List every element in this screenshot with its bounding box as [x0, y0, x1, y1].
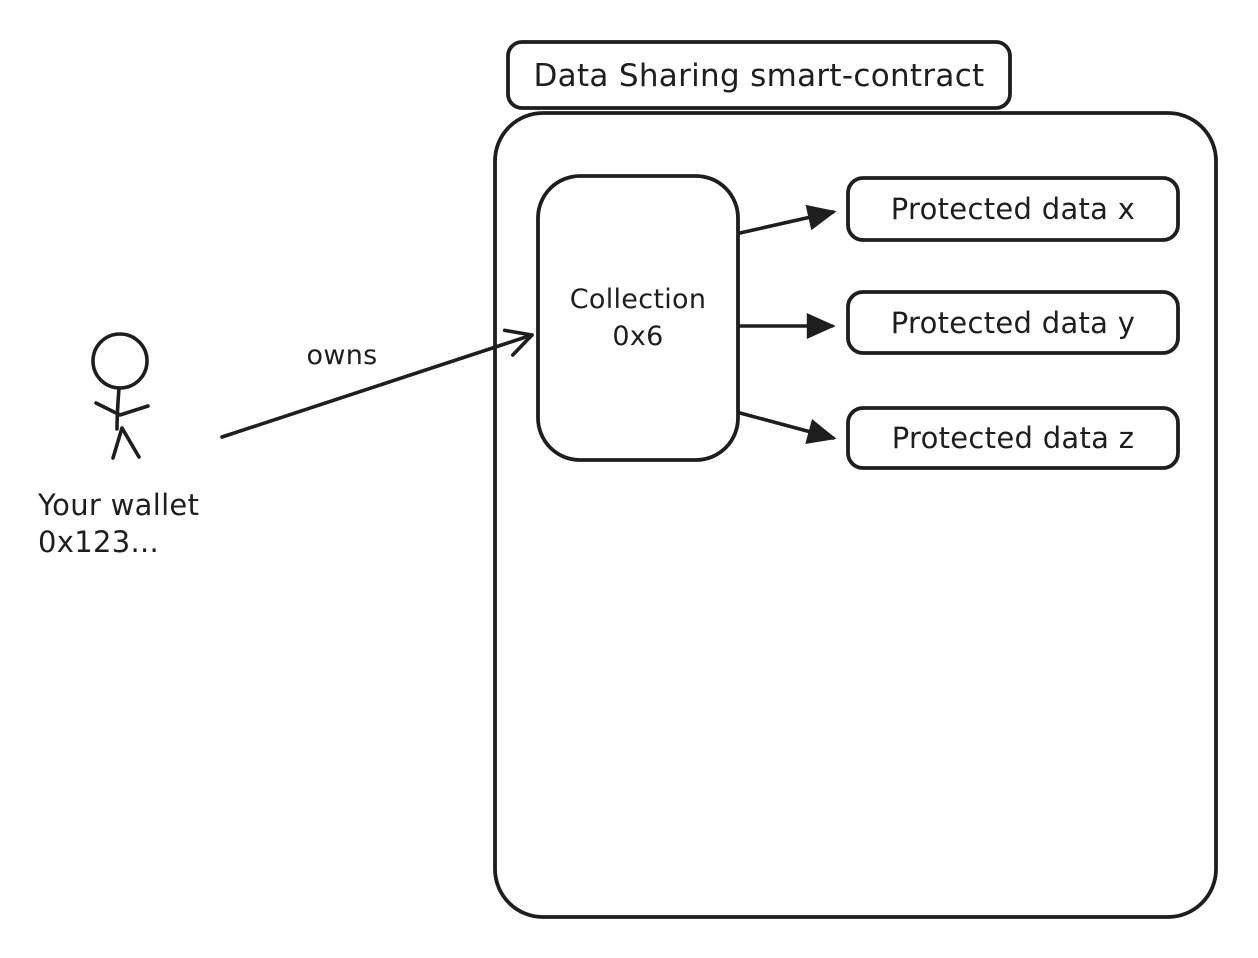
collection-label-line1: Collection [570, 284, 707, 315]
title-box [506, 40, 1012, 110]
protected-data-x-label: Protected data x [891, 192, 1136, 226]
collection-label-line2: 0x6 [612, 321, 663, 352]
arrow-collection-to-x [738, 204, 837, 235]
arrow-collection-to-z [738, 411, 837, 444]
stick-figure-icon [91, 332, 150, 460]
arrow-wallet-owns-collection [220, 328, 534, 439]
protected-data-z-label: Protected data z [892, 421, 1135, 455]
protected-data-y-label: Protected data y [891, 306, 1136, 340]
protected-data-z-box [846, 406, 1180, 470]
wallet-label-line1: Your wallet [37, 488, 199, 522]
wallet-label-line2: 0x123... [38, 525, 159, 559]
protected-data-x-box [846, 176, 1180, 242]
collection-box [536, 174, 740, 462]
protected-data-y-box [846, 290, 1180, 355]
title-label: Data Sharing smart-contract [533, 58, 984, 94]
owns-label: owns [307, 340, 378, 371]
